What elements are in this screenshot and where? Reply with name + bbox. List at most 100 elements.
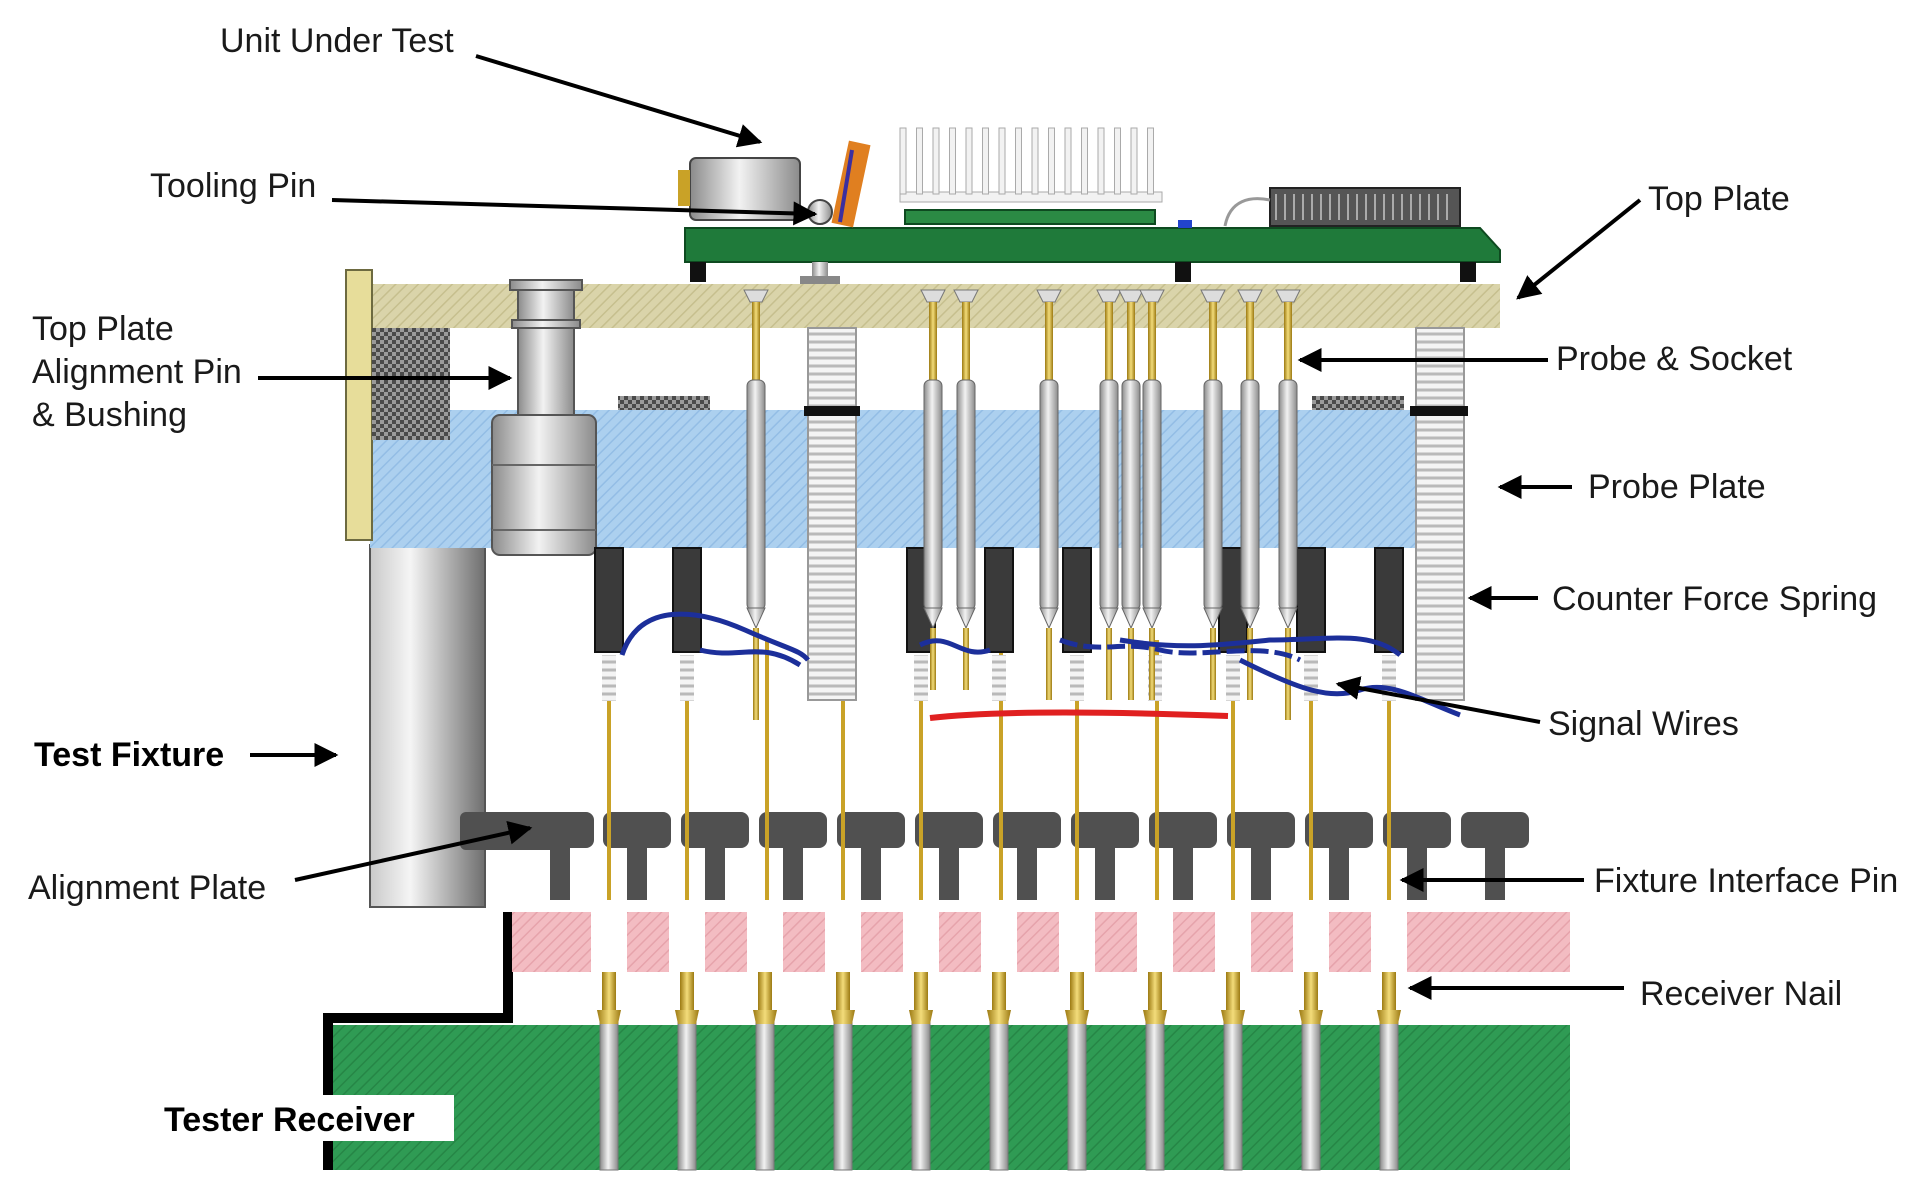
label-test-fixture: Test Fixture: [34, 736, 224, 774]
alignment-plate-stem: [1485, 846, 1505, 900]
interface-gap: [747, 912, 783, 972]
label-top-plate: Top Plate: [1648, 180, 1790, 218]
probe-barrel-end: [1142, 607, 1162, 630]
probe-barrel: [1099, 379, 1119, 611]
alignment-plate-stem: [1173, 846, 1193, 900]
alignment-plate-block: [1383, 812, 1451, 848]
interface-gap: [1371, 912, 1407, 972]
label-unit-under-test: Unit Under Test: [220, 22, 454, 60]
probe-barrel: [746, 379, 766, 611]
receiver-nail-shaft: [1067, 1017, 1087, 1171]
heatsink-fin: [1015, 127, 1022, 195]
alignment-plate-block: [759, 812, 827, 848]
label-receiver-nail: Receiver Nail: [1640, 975, 1842, 1013]
probe-barrel-end: [1240, 607, 1260, 630]
spring-right: [1415, 327, 1465, 701]
probes-and-sockets: [743, 289, 1301, 720]
alignment-plate-stem: [1017, 846, 1037, 900]
heatsink-fin: [899, 127, 907, 195]
probe-tail: [753, 628, 759, 720]
top-plate-side-bracket: [345, 269, 373, 541]
alignment-bushing: [491, 414, 597, 556]
receiver-nail-shaft: [989, 1017, 1009, 1171]
alignment-plate-stem: [705, 846, 725, 900]
tester-receiver-body: [330, 1025, 1570, 1170]
standoff: [1374, 547, 1404, 653]
interface-gap: [1059, 912, 1095, 972]
receiver-nail-collar: [1143, 1010, 1167, 1024]
receiver-nail-shaft: [833, 1017, 853, 1171]
probe-tail: [930, 628, 936, 690]
alignment-plate-stem: [550, 846, 570, 900]
heatsink: [899, 127, 1163, 203]
interface-pin-spring: [914, 655, 928, 701]
probe-barrel-end: [1203, 607, 1223, 630]
heatsink-fin: [1130, 127, 1138, 195]
label-fixture-interface-pin: Fixture Interface Pin: [1594, 862, 1898, 900]
alignment-plate-block: [681, 812, 749, 848]
probe-tail: [1128, 628, 1134, 700]
interface-gap: [1137, 912, 1173, 972]
alignment-plate-block: [915, 812, 983, 848]
receiver-nail-collar: [597, 1010, 621, 1024]
receiver-nail-shaft: [755, 1017, 775, 1171]
pcb-board: [684, 227, 1501, 263]
interface-gap: [825, 912, 861, 972]
probe-barrel: [956, 379, 976, 611]
probe-barrel: [1278, 379, 1298, 611]
alignment-plate-stem: [1095, 846, 1115, 900]
receiver-nail-shaft: [1301, 1017, 1321, 1171]
signal-wires: [619, 611, 1461, 721]
receiver-nail-collar: [909, 1010, 933, 1024]
probe-barrel: [1121, 379, 1141, 611]
alignment-plate-stem: [783, 846, 803, 900]
receiver-nail-collar: [987, 1010, 1011, 1024]
receiver-nail-collar: [1065, 1010, 1089, 1024]
probe-tip: [1209, 302, 1217, 382]
label-alignment-pin-2: Alignment Pin: [32, 353, 242, 391]
receiver-nail-shaft: [1223, 1017, 1243, 1171]
interface-gap: [591, 912, 627, 972]
alignment-plate-block: [1149, 812, 1217, 848]
probe-tail: [1285, 628, 1291, 720]
interface-gap: [981, 912, 1017, 972]
unit-under-test: [678, 127, 1501, 282]
alignment-plate-block: [526, 812, 594, 848]
probe-socket-cup: [1237, 289, 1263, 303]
standoff: [984, 547, 1014, 653]
alignment-plate-stem: [1407, 846, 1427, 900]
receiver-nail-shaft: [599, 1017, 619, 1171]
alignment-pin-bushing: [491, 279, 597, 556]
interface-gap: [1215, 912, 1251, 972]
heatsink-fin: [998, 127, 1006, 195]
receiver-nails: [594, 942, 1404, 1171]
probe-socket-cup: [1118, 289, 1144, 303]
heatsink-fin: [949, 127, 956, 195]
receiver-nail-shaft: [677, 1017, 697, 1171]
probe-tip: [1105, 302, 1113, 382]
label-alignment-pin-1: Top Plate: [32, 310, 174, 348]
alignment-plate-block: [1305, 812, 1373, 848]
probe-barrel-end: [923, 607, 943, 630]
heatsink-fin: [1081, 127, 1088, 195]
probe-barrel: [1240, 379, 1260, 611]
probe-tip: [1246, 302, 1254, 382]
alignment-plate: [460, 812, 1529, 900]
probe-tail: [1210, 628, 1216, 700]
receiver-nail-collar: [1299, 1010, 1323, 1024]
probe-plate-pad-right: [1312, 396, 1404, 410]
probe-tip: [752, 302, 760, 382]
interface-blocks: [512, 912, 1570, 972]
alignment-plate-block: [993, 812, 1061, 848]
labels: Unit Under Test Tooling Pin Top Plate To…: [28, 22, 1898, 1141]
probe-socket-cup: [1200, 289, 1226, 303]
interface-pin-spring: [602, 655, 616, 701]
alignment-plate-block: [1071, 812, 1139, 848]
probe-socket-cup: [953, 289, 979, 303]
receiver-nail-collar: [1377, 1010, 1401, 1024]
signal-wire-red: [929, 709, 1229, 721]
interface-gap: [903, 912, 939, 972]
heatsink-base: [899, 191, 1163, 203]
heatsink-fin: [1064, 127, 1072, 195]
